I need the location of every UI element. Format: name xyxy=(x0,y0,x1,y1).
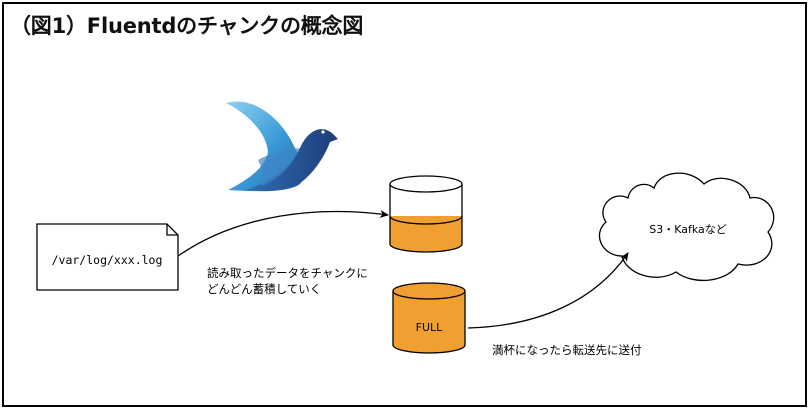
arrow-full-to-destination xyxy=(467,252,629,329)
log-file-node: /var/log/xxx.log xyxy=(36,223,179,291)
full-chunk-cylinder: FULL xyxy=(392,282,466,354)
log-file-label: /var/log/xxx.log xyxy=(52,253,163,267)
diagram-title: （図1）Fluentdのチャンクの概念図 xyxy=(10,14,364,38)
note-transfer: 満杯になったら転送先に送付 xyxy=(492,343,642,357)
note-accumulate-line1: 読み取ったデータをチャンクに xyxy=(207,266,368,280)
destination-label: S3・Kafkaなど xyxy=(649,223,727,236)
chunk-cylinder xyxy=(389,175,463,253)
full-chunk-label: FULL xyxy=(416,321,444,334)
note-accumulate-line2: どんどん蓄積していく xyxy=(207,282,321,296)
destination-cloud: S3・Kafkaなど xyxy=(598,172,775,282)
fluentd-bird-icon xyxy=(226,101,338,192)
arrow-log-to-chunk xyxy=(177,209,389,257)
